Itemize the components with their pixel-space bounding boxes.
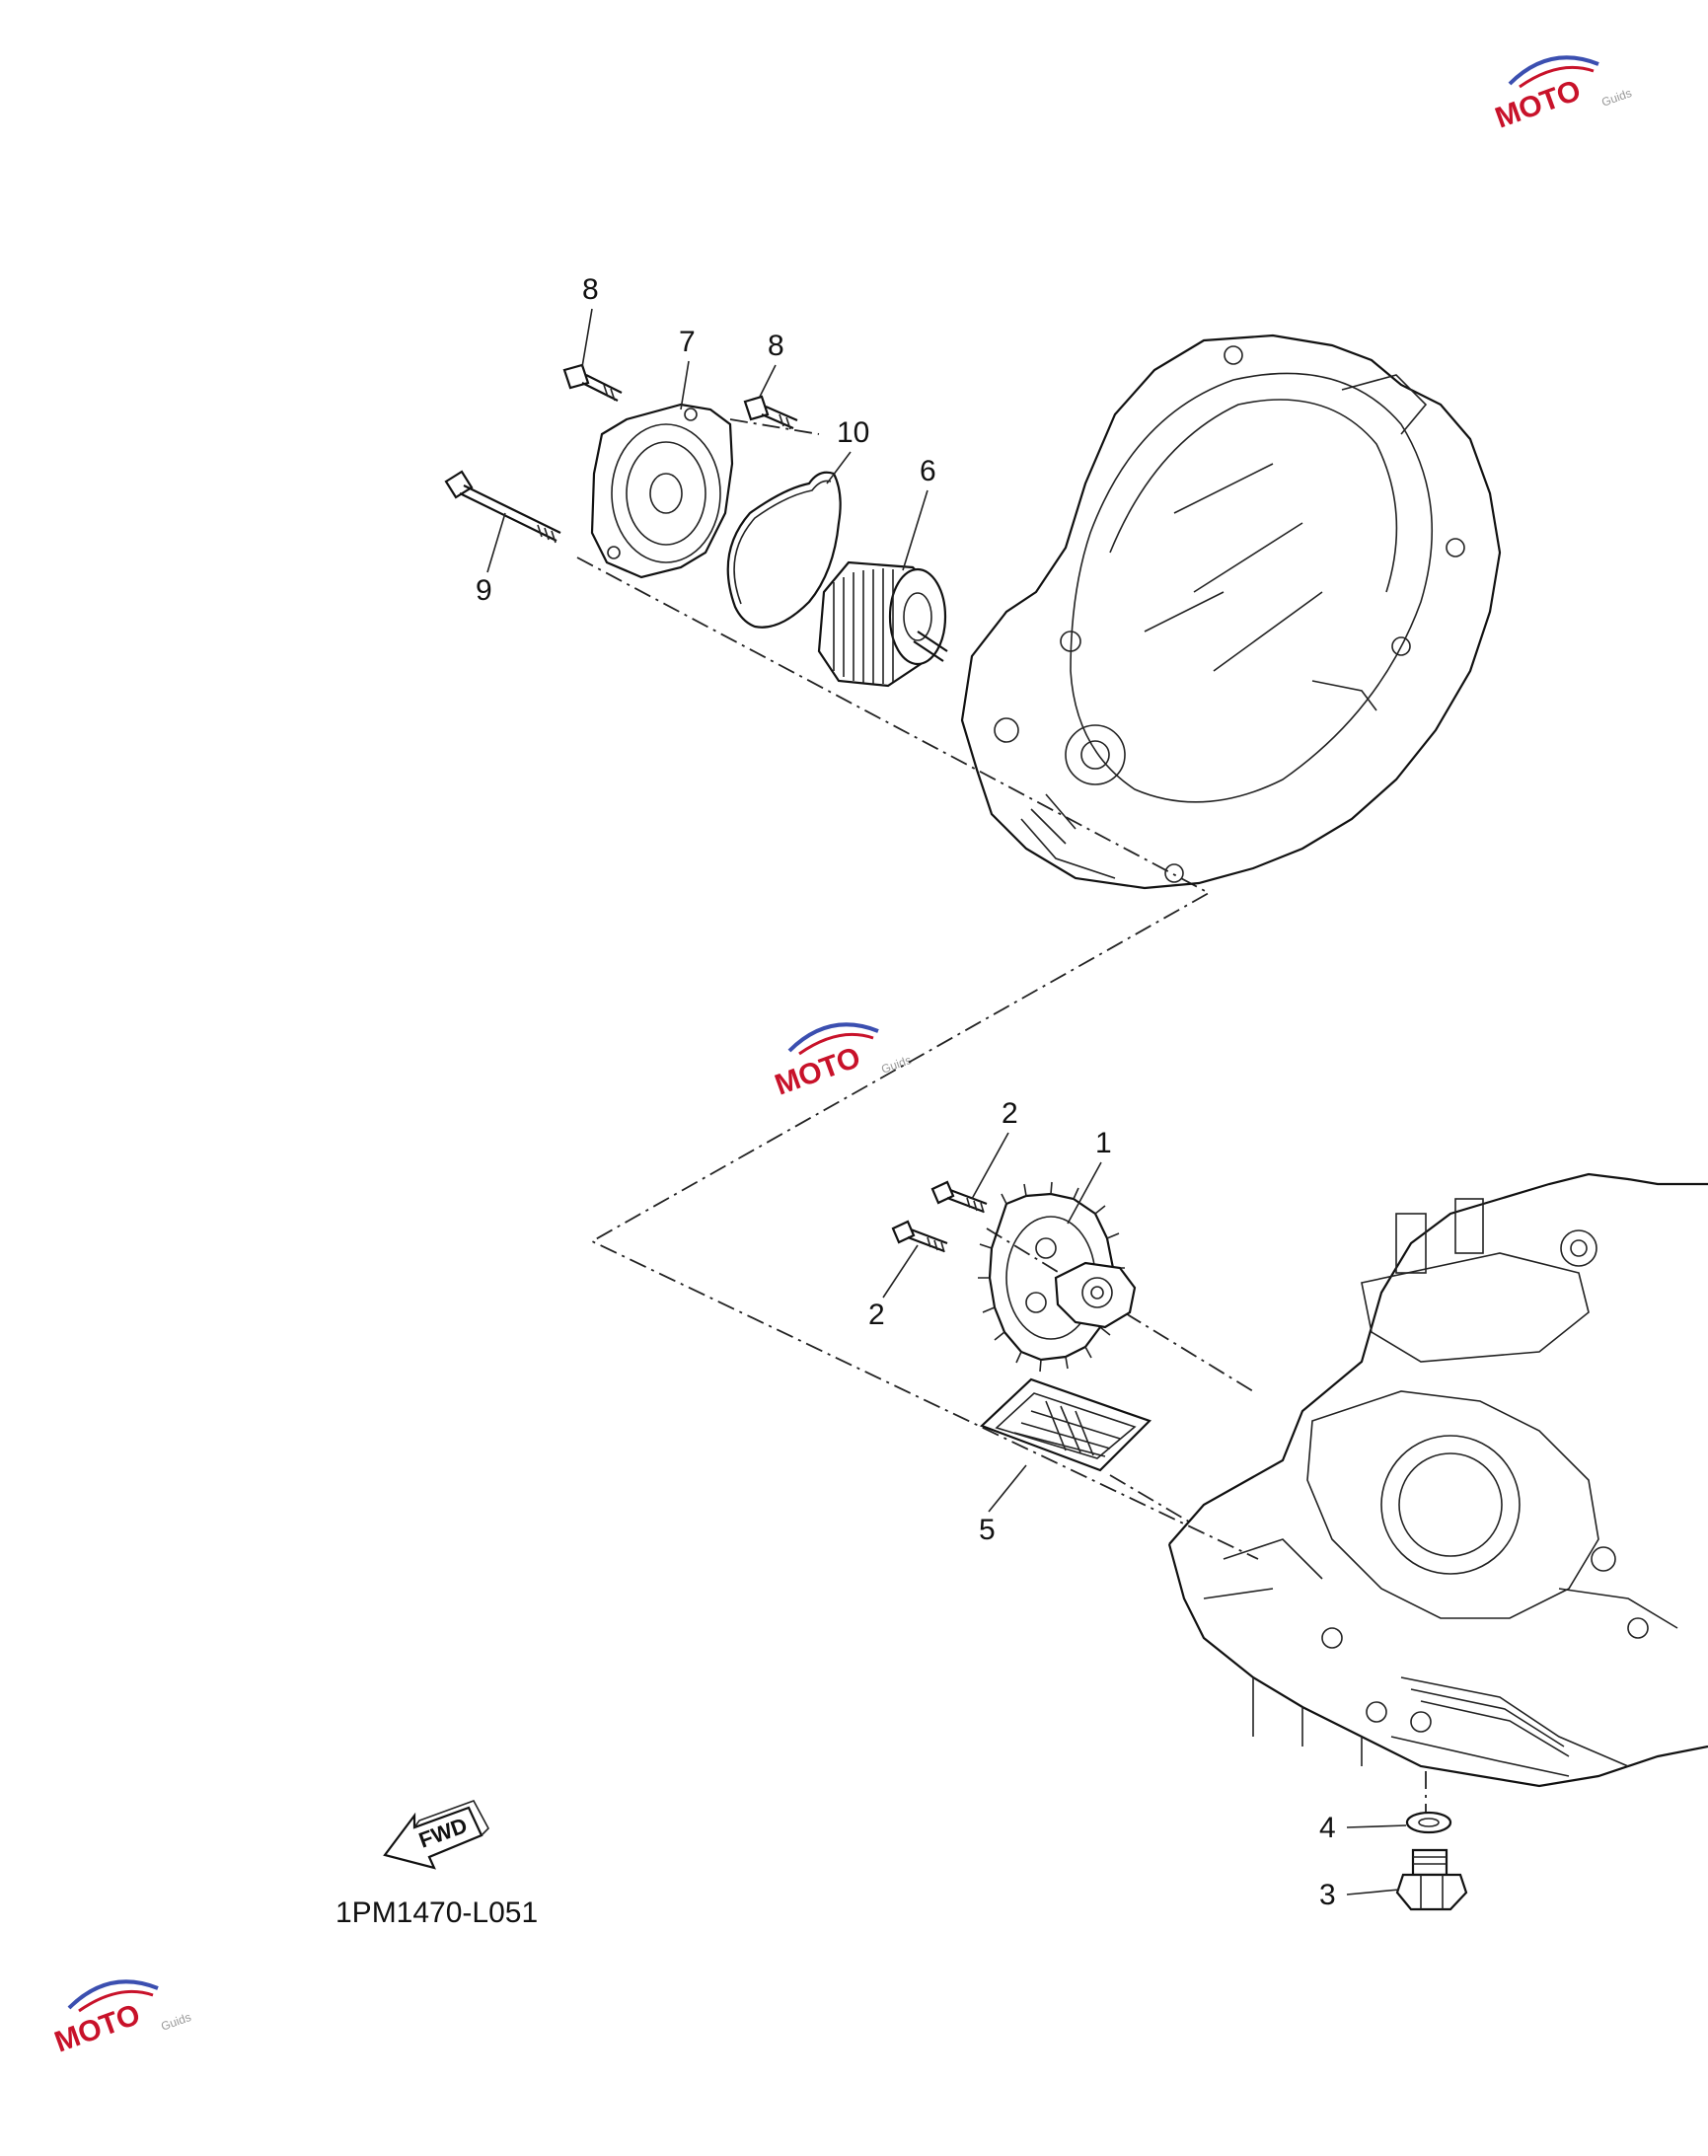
watermark-logo-top-right: MOTO Guids [1491, 55, 1633, 135]
oil-strainer-part-5 [979, 1377, 1152, 1472]
svg-text:Guids: Guids [159, 2010, 192, 2034]
oil-filter-part-6 [817, 560, 948, 688]
callout-1: 1 [1067, 1127, 1112, 1225]
o-ring-part-10 [726, 471, 842, 629]
callout-5: 5 [979, 1464, 1027, 1546]
callout-7: 7 [679, 326, 696, 410]
callout-4: 4 [1319, 1812, 1407, 1844]
callout-2-upper: 2 [971, 1097, 1018, 1200]
washer-part-4 [1405, 1811, 1452, 1834]
callout-3: 3 [1319, 1879, 1400, 1911]
bolt-part-8-left [562, 363, 623, 402]
svg-text:8: 8 [768, 330, 784, 362]
watermark-logo-center: MOTO Guids [771, 1022, 913, 1102]
svg-text:7: 7 [679, 326, 696, 358]
svg-text:2: 2 [868, 1299, 885, 1331]
callout-10: 10 [826, 416, 869, 484]
svg-text:3: 3 [1319, 1879, 1336, 1911]
drain-plug-part-3 [1395, 1848, 1468, 1911]
svg-text:Guids: Guids [1599, 86, 1633, 110]
oil-filter-cover-part-7 [590, 403, 734, 579]
svg-text:2: 2 [1002, 1097, 1018, 1130]
svg-text:5: 5 [979, 1514, 996, 1546]
svg-text:9: 9 [476, 574, 492, 607]
svg-text:Guids: Guids [879, 1053, 913, 1077]
callout-6: 6 [902, 455, 936, 571]
svg-text:4: 4 [1319, 1812, 1336, 1844]
drawing-code: 1PM1470-L051 [335, 1896, 538, 1929]
svg-text:8: 8 [582, 273, 599, 306]
callout-2-lower: 2 [868, 1244, 919, 1331]
svg-text:MOTO: MOTO [1491, 74, 1585, 135]
svg-text:10: 10 [837, 416, 869, 449]
fwd-arrow-icon: FWD [383, 1800, 489, 1870]
callout-8-right: 8 [759, 330, 784, 398]
bolt-part-2-upper [930, 1180, 988, 1214]
oil-pump-part-1 [978, 1181, 1137, 1373]
callout-8-left: 8 [581, 273, 599, 368]
svg-text:1: 1 [1095, 1127, 1112, 1159]
callout-9: 9 [476, 512, 506, 607]
svg-text:MOTO: MOTO [50, 1998, 144, 2059]
bolt-part-8-right [743, 395, 798, 430]
crankcase-cover-right [960, 334, 1502, 890]
svg-text:MOTO: MOTO [771, 1041, 864, 1102]
long-bolt-part-9 [444, 470, 561, 544]
svg-text:6: 6 [920, 455, 936, 487]
crankcase-lower-right [1167, 1172, 1708, 1788]
watermark-logo-bottom-left: MOTO Guids [50, 1979, 192, 2059]
bolt-part-2-lower [891, 1220, 948, 1253]
